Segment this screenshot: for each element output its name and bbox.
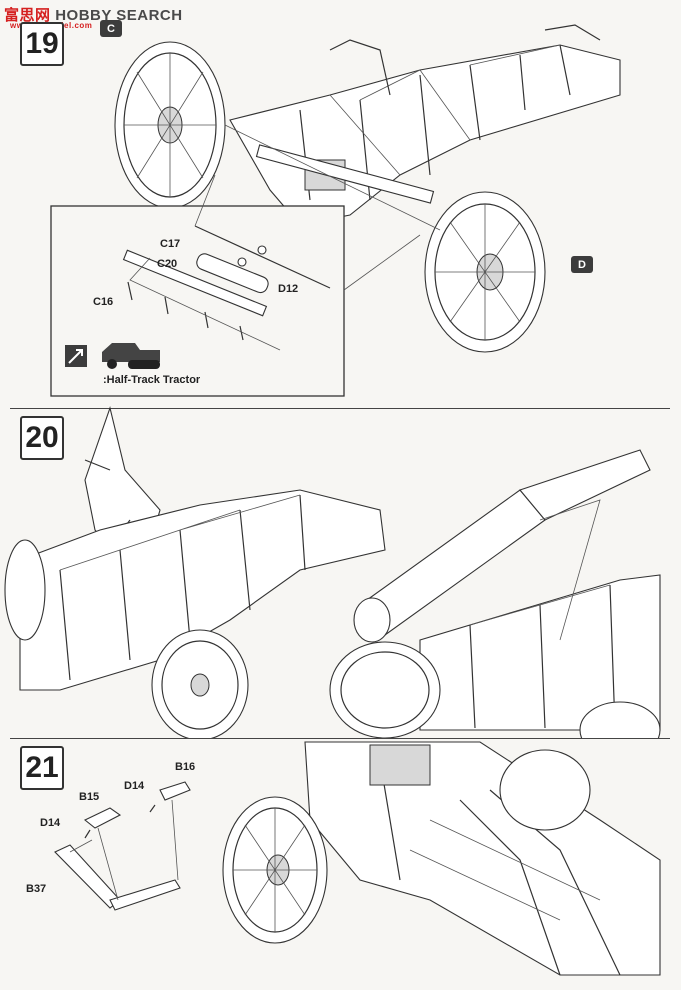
part-label-d12: D12 [278,283,299,295]
part-label-c17: C17 [160,238,181,250]
part-tag-d: D [571,256,593,273]
section-divider [10,738,670,739]
right-wheel [424,191,546,353]
part-label-d14-upper: D14 [124,780,145,792]
exploded-trail-parts [54,781,191,911]
barrel [353,449,651,643]
watermark-logo: 富思网 [4,7,51,24]
watermark-brand: HOBBY SEARCH [55,7,183,24]
part-tag-c: C [100,20,122,37]
part-label-b15: B15 [79,791,100,803]
part-label-c20: C20 [157,258,178,270]
step-number-20: 20 [20,416,64,460]
inset-parts [122,225,331,341]
part-label-b37: B37 [26,883,47,895]
half-track-tractor-icon [102,343,160,369]
section-divider [10,408,670,409]
right-carriage [419,574,661,731]
left-wheel [114,41,226,209]
part-label-d14-lower: D14 [40,817,61,829]
half-track-tractor-note: :Half-Track Tractor [103,374,201,386]
part-label-b16: B16 [175,761,196,773]
step19-illustration [50,24,621,397]
assembly-arrow-icon [65,345,87,367]
step20-illustration [4,406,661,738]
carriage-assembly [304,741,661,976]
step-number-21: 21 [20,746,64,790]
left-carriage [19,489,386,691]
part-label-c16: C16 [93,296,114,308]
axle [224,124,441,231]
step-number-19: 19 [20,22,64,66]
